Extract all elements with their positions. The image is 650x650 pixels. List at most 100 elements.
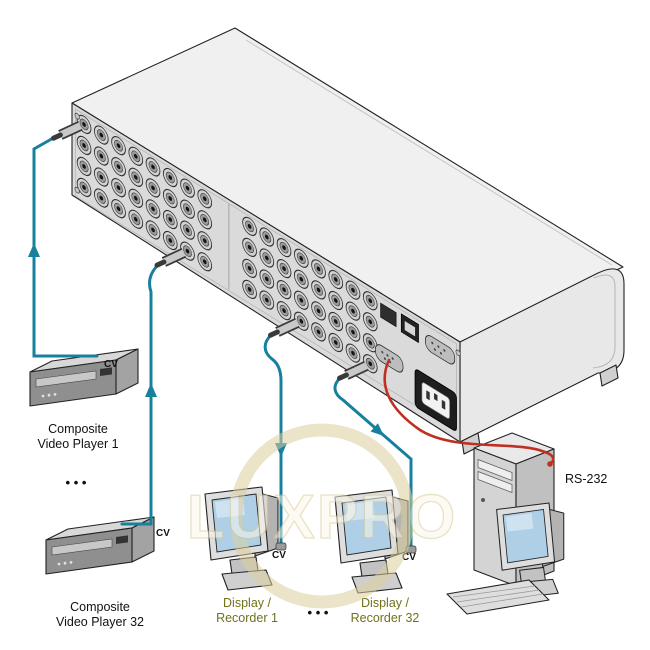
ethernet-port (400, 313, 419, 344)
power-inlet (414, 369, 457, 431)
bnc-connector (128, 209, 144, 229)
bnc-connector (197, 210, 213, 230)
panel-screw (455, 349, 461, 357)
bnc-connector (276, 259, 292, 279)
player-32-label-line1: Composite (70, 600, 130, 614)
player-1-label-line2: Video Player 1 (37, 437, 118, 451)
bnc-connector (180, 220, 195, 240)
players-ellipsis: • • • (66, 475, 87, 490)
panel-inset-border (75, 108, 457, 432)
bnc-connector (276, 280, 292, 300)
rs232-label: RS-232 (565, 472, 607, 486)
bnc-connector (345, 343, 361, 363)
top-face-seam (245, 39, 613, 266)
bnc-connector (93, 146, 109, 166)
bnc-connector (197, 252, 213, 272)
bnc-connector (345, 322, 361, 342)
bnc-connector (242, 237, 257, 258)
bnc-connector (259, 248, 275, 268)
bnc-connector (76, 135, 92, 156)
bnc-plug (268, 317, 300, 338)
bnc-grid (76, 114, 378, 374)
bnc-connector (362, 312, 378, 332)
bnc-connector (128, 167, 144, 187)
display-32-label-line2: Recorder 32 (351, 611, 420, 625)
bnc-connector (180, 178, 195, 198)
player-1-label-line1: Composite (48, 422, 108, 436)
bnc-connector (162, 209, 178, 230)
bnc-connector (145, 199, 161, 219)
watermark-ring (229, 423, 415, 609)
cable-display-32 (333, 376, 413, 550)
hd15-connector (425, 334, 456, 365)
bnc-connector (328, 332, 344, 353)
panel-screw (74, 112, 80, 120)
bnc-connector (311, 301, 326, 321)
bnc-connector (293, 269, 309, 289)
drive-bay (477, 458, 513, 482)
signal-arrow-up (145, 383, 157, 397)
bnc-connector (293, 248, 309, 268)
cv-label-player-32: CV (156, 528, 170, 539)
matrix-switcher (71, 27, 625, 455)
dip-switch-block (380, 302, 397, 328)
bnc-connector (197, 189, 213, 209)
display-32-label-line1: Display / (361, 596, 409, 610)
bnc-connector (328, 269, 344, 290)
control-computer (446, 432, 565, 615)
display-1-label-line2: Recorder 1 (216, 611, 278, 625)
bnc-connector (311, 280, 326, 300)
keyboard (446, 579, 550, 615)
cable-display-1 (263, 333, 283, 547)
display-1-label-line1: Display / (223, 596, 271, 610)
bnc-connector (111, 157, 126, 177)
bnc-connector (128, 188, 144, 208)
video-cables (28, 120, 417, 554)
bnc-connector (76, 177, 92, 198)
bnc-plug (154, 247, 187, 268)
drive-bay (477, 470, 513, 494)
bnc-connector (111, 136, 126, 156)
power-button (481, 498, 485, 502)
bnc-connector (162, 167, 178, 188)
bnc-connector (328, 290, 344, 311)
bnc-connector (259, 227, 275, 247)
bnc-connector (128, 146, 144, 166)
bnc-connector (145, 157, 161, 177)
cable-connector-nub (275, 542, 287, 551)
panel-screw (74, 186, 80, 194)
displays-ellipsis: • • • (308, 605, 329, 620)
bnc-connector (145, 220, 161, 240)
bnc-connector (111, 178, 126, 198)
composite-video-player-32 (45, 516, 155, 575)
composite-video-player-1 (29, 348, 139, 407)
bnc-connector (345, 301, 361, 321)
bnc-connector (259, 290, 275, 310)
bnc-connector (93, 125, 109, 145)
rs232-cable-end (547, 461, 553, 467)
diagram-labels: CV CV CV CV Composite Video Player 1 • •… (37, 359, 607, 629)
bnc-connector (162, 188, 178, 209)
bnc-connector (362, 333, 378, 353)
bnc-plug (51, 120, 83, 141)
signal-arrow-up (28, 243, 40, 257)
bnc-connector (162, 230, 178, 251)
bnc-connector (242, 216, 257, 237)
rs232-cable (383, 358, 555, 467)
cv-label-display-32: CV (402, 552, 416, 563)
bnc-plug (337, 360, 369, 381)
bnc-connector (276, 301, 292, 321)
bnc-connector (93, 188, 109, 208)
rs232-port (375, 344, 404, 373)
bnc-connector (242, 258, 257, 279)
bnc-connector (311, 322, 326, 342)
bnc-connector (145, 178, 161, 198)
bnc-connector (362, 291, 378, 311)
bnc-connector (345, 280, 361, 300)
switcher-foot (599, 364, 619, 387)
cv-label-player-1: CV (104, 359, 118, 370)
luxpro-watermark: LUXPRO (186, 423, 456, 609)
bnc-connector (293, 290, 309, 310)
